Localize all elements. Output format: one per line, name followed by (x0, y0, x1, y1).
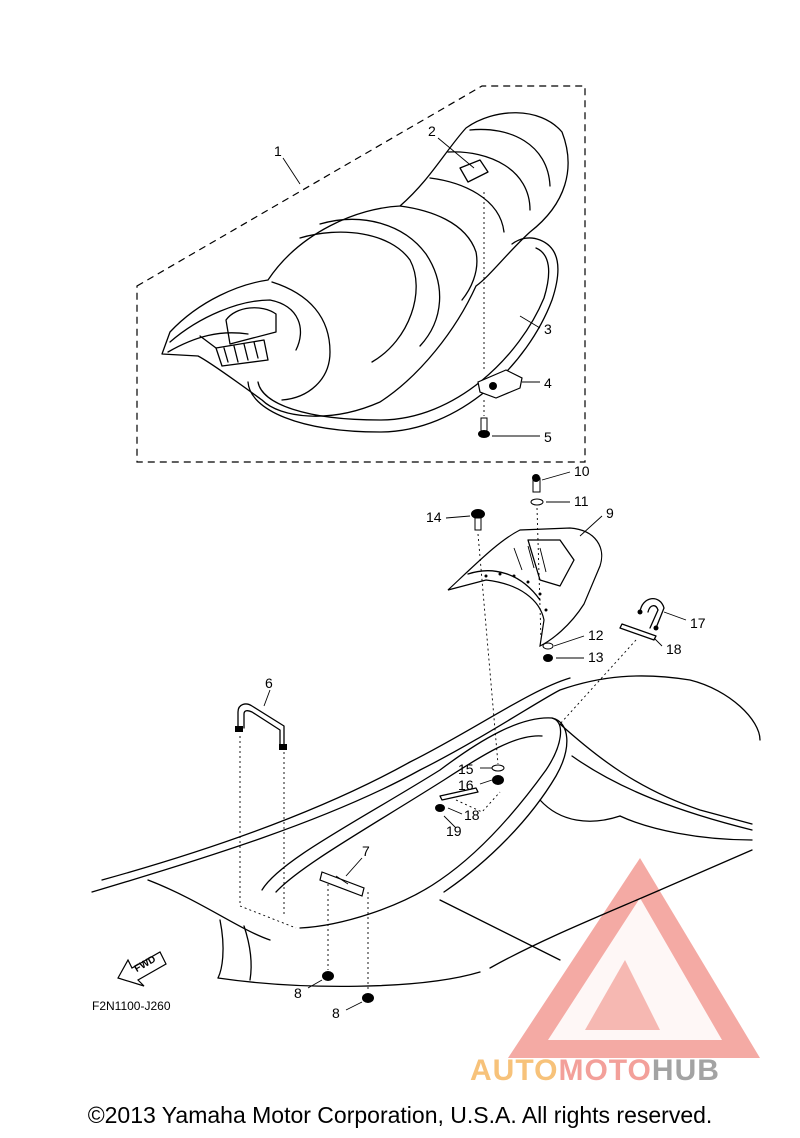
callout-13: 13 (588, 649, 604, 665)
part-16-nut (492, 775, 504, 785)
part-15-washer (491, 764, 505, 772)
callout-6: 6 (265, 675, 273, 691)
callout-1: 1 (274, 143, 282, 159)
callout-8-right: 8 (332, 1005, 340, 1021)
callout-7: 7 (362, 843, 370, 859)
figure-code: F2N1100-J260 (92, 999, 171, 1013)
callout-2: 2 (428, 123, 436, 139)
watermark-part-auto: AUTO (470, 1054, 559, 1087)
watermark-part-moto: MOTO (558, 1054, 652, 1087)
callout-9: 9 (606, 505, 614, 521)
part-6-grab-handle (235, 703, 287, 750)
copyright-notice: ©2013 Yamaha Motor Corporation, U.S.A. A… (87, 1102, 713, 1128)
callout-11: 11 (574, 493, 589, 509)
part-9-rear-tray (447, 527, 603, 648)
callout-12: 12 (588, 627, 604, 643)
watermark-part-hub: HUB (651, 1054, 720, 1087)
part-19-bolt (435, 804, 445, 812)
part-14-bolt (471, 509, 485, 531)
callout-10: 10 (574, 463, 590, 479)
part-11-washer (530, 498, 544, 506)
watermark-logo (508, 858, 760, 1058)
part-13-nut (543, 654, 553, 662)
part-2-emblem (459, 159, 489, 183)
part-8-nut-right (362, 993, 374, 1003)
part-18-plate-lower (439, 787, 479, 801)
callout-16: 16 (458, 777, 474, 793)
part-7-bracket (319, 871, 365, 897)
callout-5: 5 (544, 429, 552, 445)
callout-8-left: 8 (294, 985, 302, 1001)
callout-labels: 1 2 3 4 5 6 7 8 8 9 10 11 12 13 14 15 16… (265, 123, 706, 1021)
part-12-washer (542, 642, 554, 650)
callout-14: 14 (426, 509, 442, 525)
seat-assembly-dashed-box (136, 85, 586, 463)
part-10-bolt (532, 474, 541, 493)
callout-4: 4 (544, 375, 552, 391)
part-8-nut-left (322, 971, 334, 981)
part-5-bolt (478, 417, 490, 438)
callout-3: 3 (544, 321, 552, 337)
callout-18-lower: 18 (464, 807, 480, 823)
part-4-bracket (477, 369, 523, 399)
callout-17: 17 (690, 615, 706, 631)
watermark-text: AUTOMOTOHUB (470, 1054, 720, 1088)
callout-19: 19 (446, 823, 462, 839)
leader-lines (263, 137, 687, 1011)
callout-15: 15 (458, 761, 474, 777)
part-18-plate-upper (619, 623, 657, 641)
callout-18-upper: 18 (666, 641, 682, 657)
part-17-u-bolt (637, 598, 665, 631)
seat-assembly (161, 112, 569, 433)
hull-deck (91, 675, 761, 987)
fwd-arrow: FWD (117, 951, 167, 987)
